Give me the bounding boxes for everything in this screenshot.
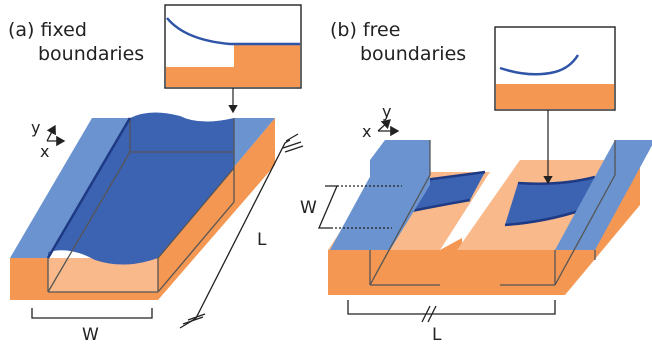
panel-a-channel-front-wall — [48, 258, 158, 292]
panel-a-inset-substrate — [166, 45, 300, 87]
panel-a-water-surface — [48, 112, 234, 265]
panel-a-width-label: W — [82, 325, 99, 345]
panel-b-left-wall-top — [330, 140, 430, 250]
panel-b-inset-profile — [499, 54, 580, 76]
panel-b-length-bracket — [347, 300, 556, 323]
panel-b-axes — [377, 119, 400, 137]
panel-a-box-outline — [47, 118, 235, 293]
panel-b-width-guides — [331, 185, 402, 229]
panel-b-box-outline — [369, 140, 616, 286]
panel-b-left-front-face — [328, 238, 462, 295]
panel-b-title-line1: (b) free — [330, 19, 400, 41]
panel-a-axis-y-label: y — [31, 118, 40, 137]
panel-b-water-right-bottom-edge — [504, 208, 583, 227]
panel-b-width-bracket — [318, 185, 338, 229]
panel-a-left-edge — [46, 117, 132, 259]
panel-a-title-line2: boundaries — [38, 43, 144, 65]
panel-a-width-bracket — [31, 308, 153, 319]
panel-a-axis-x-label: x — [40, 142, 49, 161]
panel-b-title-line2: boundaries — [360, 43, 466, 65]
panel-a-left-bank — [10, 118, 130, 258]
panel-b-width-label: W — [300, 198, 317, 218]
panel-b-axis-x-label: x — [362, 122, 371, 141]
panel-b-water-right-top-edge — [517, 175, 596, 185]
panel-a-inset-profile — [166, 17, 300, 46]
panel-a-length-bracket — [179, 133, 304, 329]
panel-a: y x W L (a) fixed boundaries — [8, 4, 304, 345]
panel-b-inset-substrate — [496, 84, 614, 109]
panel-b: W L y x (b) free boundaries — [300, 19, 652, 345]
panel-a-length-label: L — [257, 230, 267, 250]
panel-b-right-front-face — [457, 250, 565, 295]
panel-a-title-line1: (a) fixed — [8, 19, 87, 41]
panel-b-axis-y-label: y — [382, 102, 391, 121]
panel-a-right-face — [158, 118, 275, 300]
panel-b-length-label: L — [432, 325, 442, 345]
panel-b-water-right — [505, 177, 595, 225]
panel-a-axes — [46, 124, 66, 147]
